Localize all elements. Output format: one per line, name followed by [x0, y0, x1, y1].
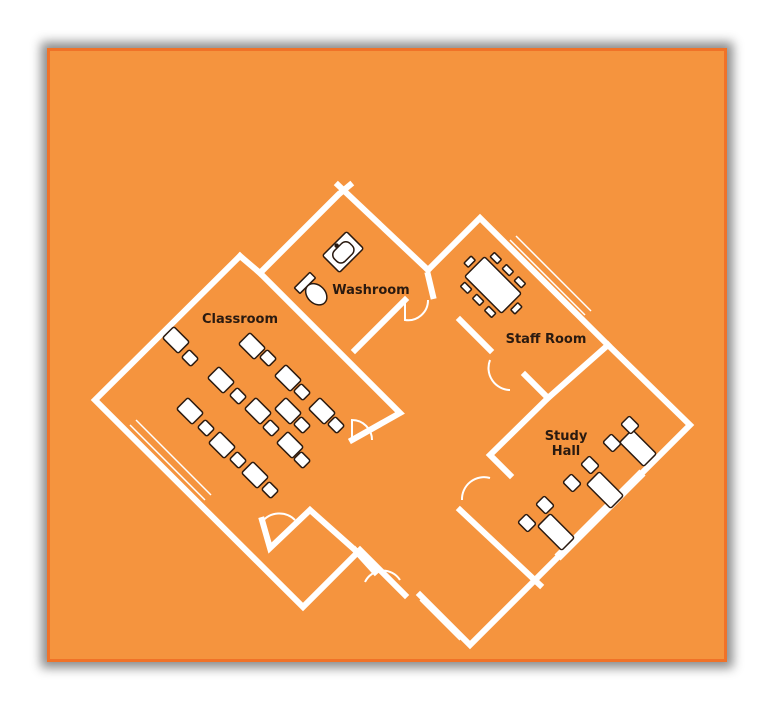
door-swing-icon — [460, 476, 491, 501]
desk-icon — [207, 366, 235, 394]
chair-icon — [181, 349, 199, 367]
windows — [129, 235, 646, 641]
chair-icon — [327, 416, 345, 434]
desk-icon — [238, 332, 266, 360]
wall-washroom-right — [424, 271, 437, 300]
wall-staff-top — [423, 213, 613, 350]
desk-icon — [537, 513, 575, 551]
desk-icon — [176, 397, 204, 425]
chair-icon — [535, 495, 555, 515]
wall-staff-bottom — [520, 340, 613, 403]
wall-classroom-inner — [255, 268, 405, 445]
studyhall-desks — [517, 415, 657, 551]
washroom-label: Washroom — [332, 283, 409, 298]
floor-plan-frame — [47, 48, 727, 662]
sink-icon — [322, 231, 364, 273]
door-swing-icon — [364, 569, 401, 583]
window-icon — [135, 419, 212, 496]
window-icon — [419, 599, 461, 641]
wall-lower-room — [258, 505, 360, 555]
chair-icon — [602, 433, 622, 453]
toilet-icon — [293, 271, 328, 306]
wall-studyhall-right — [415, 340, 695, 650]
wall-study-left — [485, 393, 553, 480]
chair-icon — [259, 349, 277, 367]
desk-icon — [274, 397, 302, 425]
study-hall-label-line1: Study — [545, 429, 588, 444]
classroom-desks — [162, 326, 345, 499]
desk-icon — [241, 461, 269, 489]
meeting-table-icon — [460, 252, 526, 318]
washroom-fixtures — [293, 231, 364, 306]
wall-staff-inner — [455, 315, 495, 355]
chair-icon — [293, 416, 311, 434]
chair-icon — [620, 415, 640, 435]
chair-icon — [580, 455, 600, 475]
wall-study-inner — [455, 505, 545, 590]
door-swing-icon — [487, 359, 511, 391]
chair-icon — [261, 481, 279, 499]
desk-icon — [619, 429, 657, 467]
staff-room-label: Staff Room — [506, 332, 587, 347]
chair-icon — [229, 387, 247, 405]
window-icon — [559, 474, 646, 561]
chair-icon — [293, 383, 311, 401]
chair-icon — [262, 419, 280, 437]
classroom-label: Classroom — [202, 312, 278, 327]
door-swing-icon — [404, 299, 430, 322]
desk-icon — [276, 431, 304, 459]
walls — [90, 180, 695, 650]
chair-icon — [517, 513, 537, 533]
window-icon — [515, 235, 592, 312]
doors — [261, 299, 511, 583]
desk-icon — [586, 471, 624, 509]
desk-icon — [308, 397, 336, 425]
wall-corridor-bottom — [350, 545, 380, 577]
door-swing-icon — [261, 512, 296, 523]
chair-icon — [197, 419, 215, 437]
wall-washroom-top — [333, 180, 433, 275]
chair-icon — [562, 473, 582, 493]
wall-washroom-divider — [255, 190, 343, 278]
desk-icon — [162, 326, 190, 354]
wall-classroom-left — [90, 251, 410, 612]
study-hall-label-line2: Hall — [552, 444, 581, 459]
chair-icon — [293, 451, 311, 469]
desk-icon — [274, 364, 302, 392]
desk-icon — [244, 397, 272, 425]
door-swing-icon — [351, 418, 373, 441]
chair-icon — [229, 451, 247, 469]
wall-washroom-inner — [350, 295, 410, 355]
desk-icon — [208, 431, 236, 459]
window-icon — [509, 239, 586, 316]
window-icon — [129, 424, 206, 501]
